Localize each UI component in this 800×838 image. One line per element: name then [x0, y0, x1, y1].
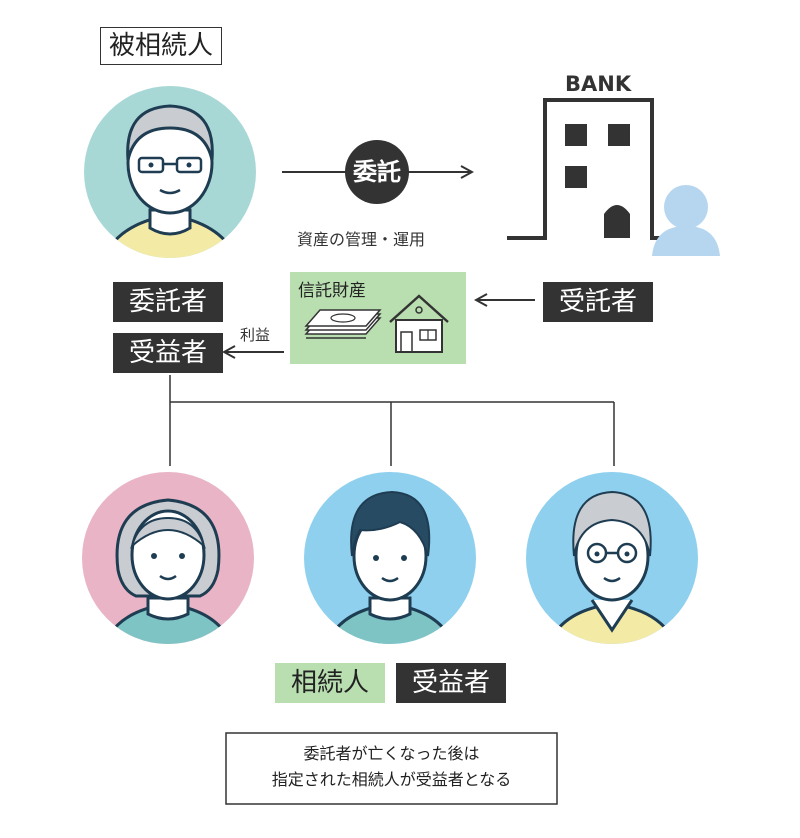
entrust-badge-circle	[345, 140, 409, 204]
benefit-label: 利益	[240, 326, 271, 344]
note-line-1: 委託者が亡くなった後は	[303, 744, 480, 763]
heir-role-label: 相続人	[275, 663, 385, 703]
bank-label: BANK	[565, 72, 632, 96]
trustee-role-label: 受託者	[543, 282, 653, 322]
bank-building-icon	[507, 98, 690, 240]
money-stack-icon	[304, 309, 382, 339]
settlor-role-label: 委託者	[113, 282, 223, 322]
heir-connectors	[169, 375, 615, 466]
asset-management-note: 資産の管理・運用	[297, 230, 426, 249]
trust-property-label: 信託財産	[298, 281, 366, 301]
heir-woman-avatar-icon	[82, 472, 254, 644]
heir-beneficiary-role-label: 受益者	[396, 663, 506, 703]
house-icon	[389, 294, 449, 353]
entrust-badge-label: 委託	[353, 158, 401, 186]
beneficiary-role-label: 受益者	[113, 333, 223, 373]
note-line-2: 指定された相続人が受益者となる	[271, 770, 512, 789]
heir-glasses-avatar-icon	[526, 472, 698, 644]
settlor-avatar-icon	[84, 86, 256, 258]
heir-man-avatar-icon	[304, 472, 476, 644]
settlor-title: 被相続人	[100, 27, 223, 65]
trustee-person-icon	[652, 185, 720, 256]
note-box	[225, 732, 558, 805]
